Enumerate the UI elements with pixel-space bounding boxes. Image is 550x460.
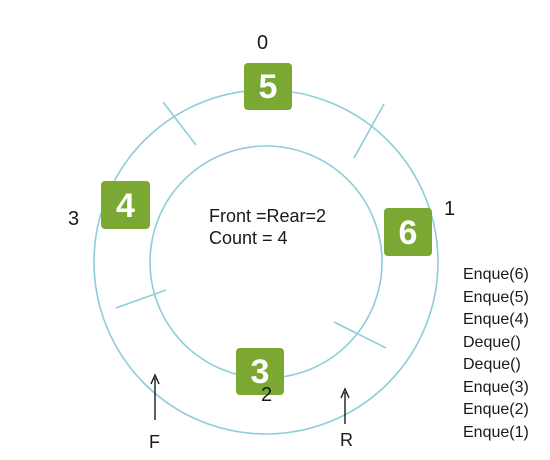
queue-status: Front =Rear=2 Count = 4 xyxy=(209,205,326,249)
operation-item: Enque(6) xyxy=(463,266,529,283)
operation-item: Deque() xyxy=(463,333,521,351)
front-rear-text: Front =Rear=2 xyxy=(209,206,327,226)
index-label-left: 3 xyxy=(68,208,80,230)
divider-upper-right xyxy=(353,103,385,159)
tile-left-value: 4 xyxy=(116,187,135,225)
front-arrow xyxy=(150,373,160,420)
operation-item: Deque() xyxy=(463,356,521,373)
front-pointer-label: F xyxy=(149,432,160,452)
index-label-top: 0 xyxy=(257,32,269,54)
operation-item: Enque(1) xyxy=(463,423,529,441)
operation-item: Enque(4) xyxy=(463,311,529,328)
operations-list: Enque(6) Enque(5) Enque(4) Deque() Deque… xyxy=(463,264,529,444)
divider-upper-left xyxy=(162,101,197,146)
tile-left-bg xyxy=(101,181,150,229)
tile-top-bg xyxy=(244,63,292,110)
tile-top-value: 5 xyxy=(259,68,278,106)
divider-lower-left xyxy=(115,289,167,309)
inner-ring xyxy=(149,145,383,379)
index-label-right: 1 xyxy=(444,198,456,220)
tile-bottom-value: 3 xyxy=(251,353,270,391)
operation-item: Enque(3) xyxy=(463,378,529,396)
tile-right-bg xyxy=(384,208,432,256)
tile-bottom-bg xyxy=(236,348,284,395)
divider-lower-right xyxy=(333,321,387,349)
operation-item: Enque(2) xyxy=(463,401,529,418)
index-label-bottom: 2 xyxy=(261,384,273,406)
operation-item: Enque(5) xyxy=(463,288,529,306)
rear-pointer-label: R xyxy=(340,430,353,450)
tile-right-value: 6 xyxy=(399,214,418,252)
count-text: Count = 4 xyxy=(209,228,288,248)
rear-arrow xyxy=(340,387,350,424)
